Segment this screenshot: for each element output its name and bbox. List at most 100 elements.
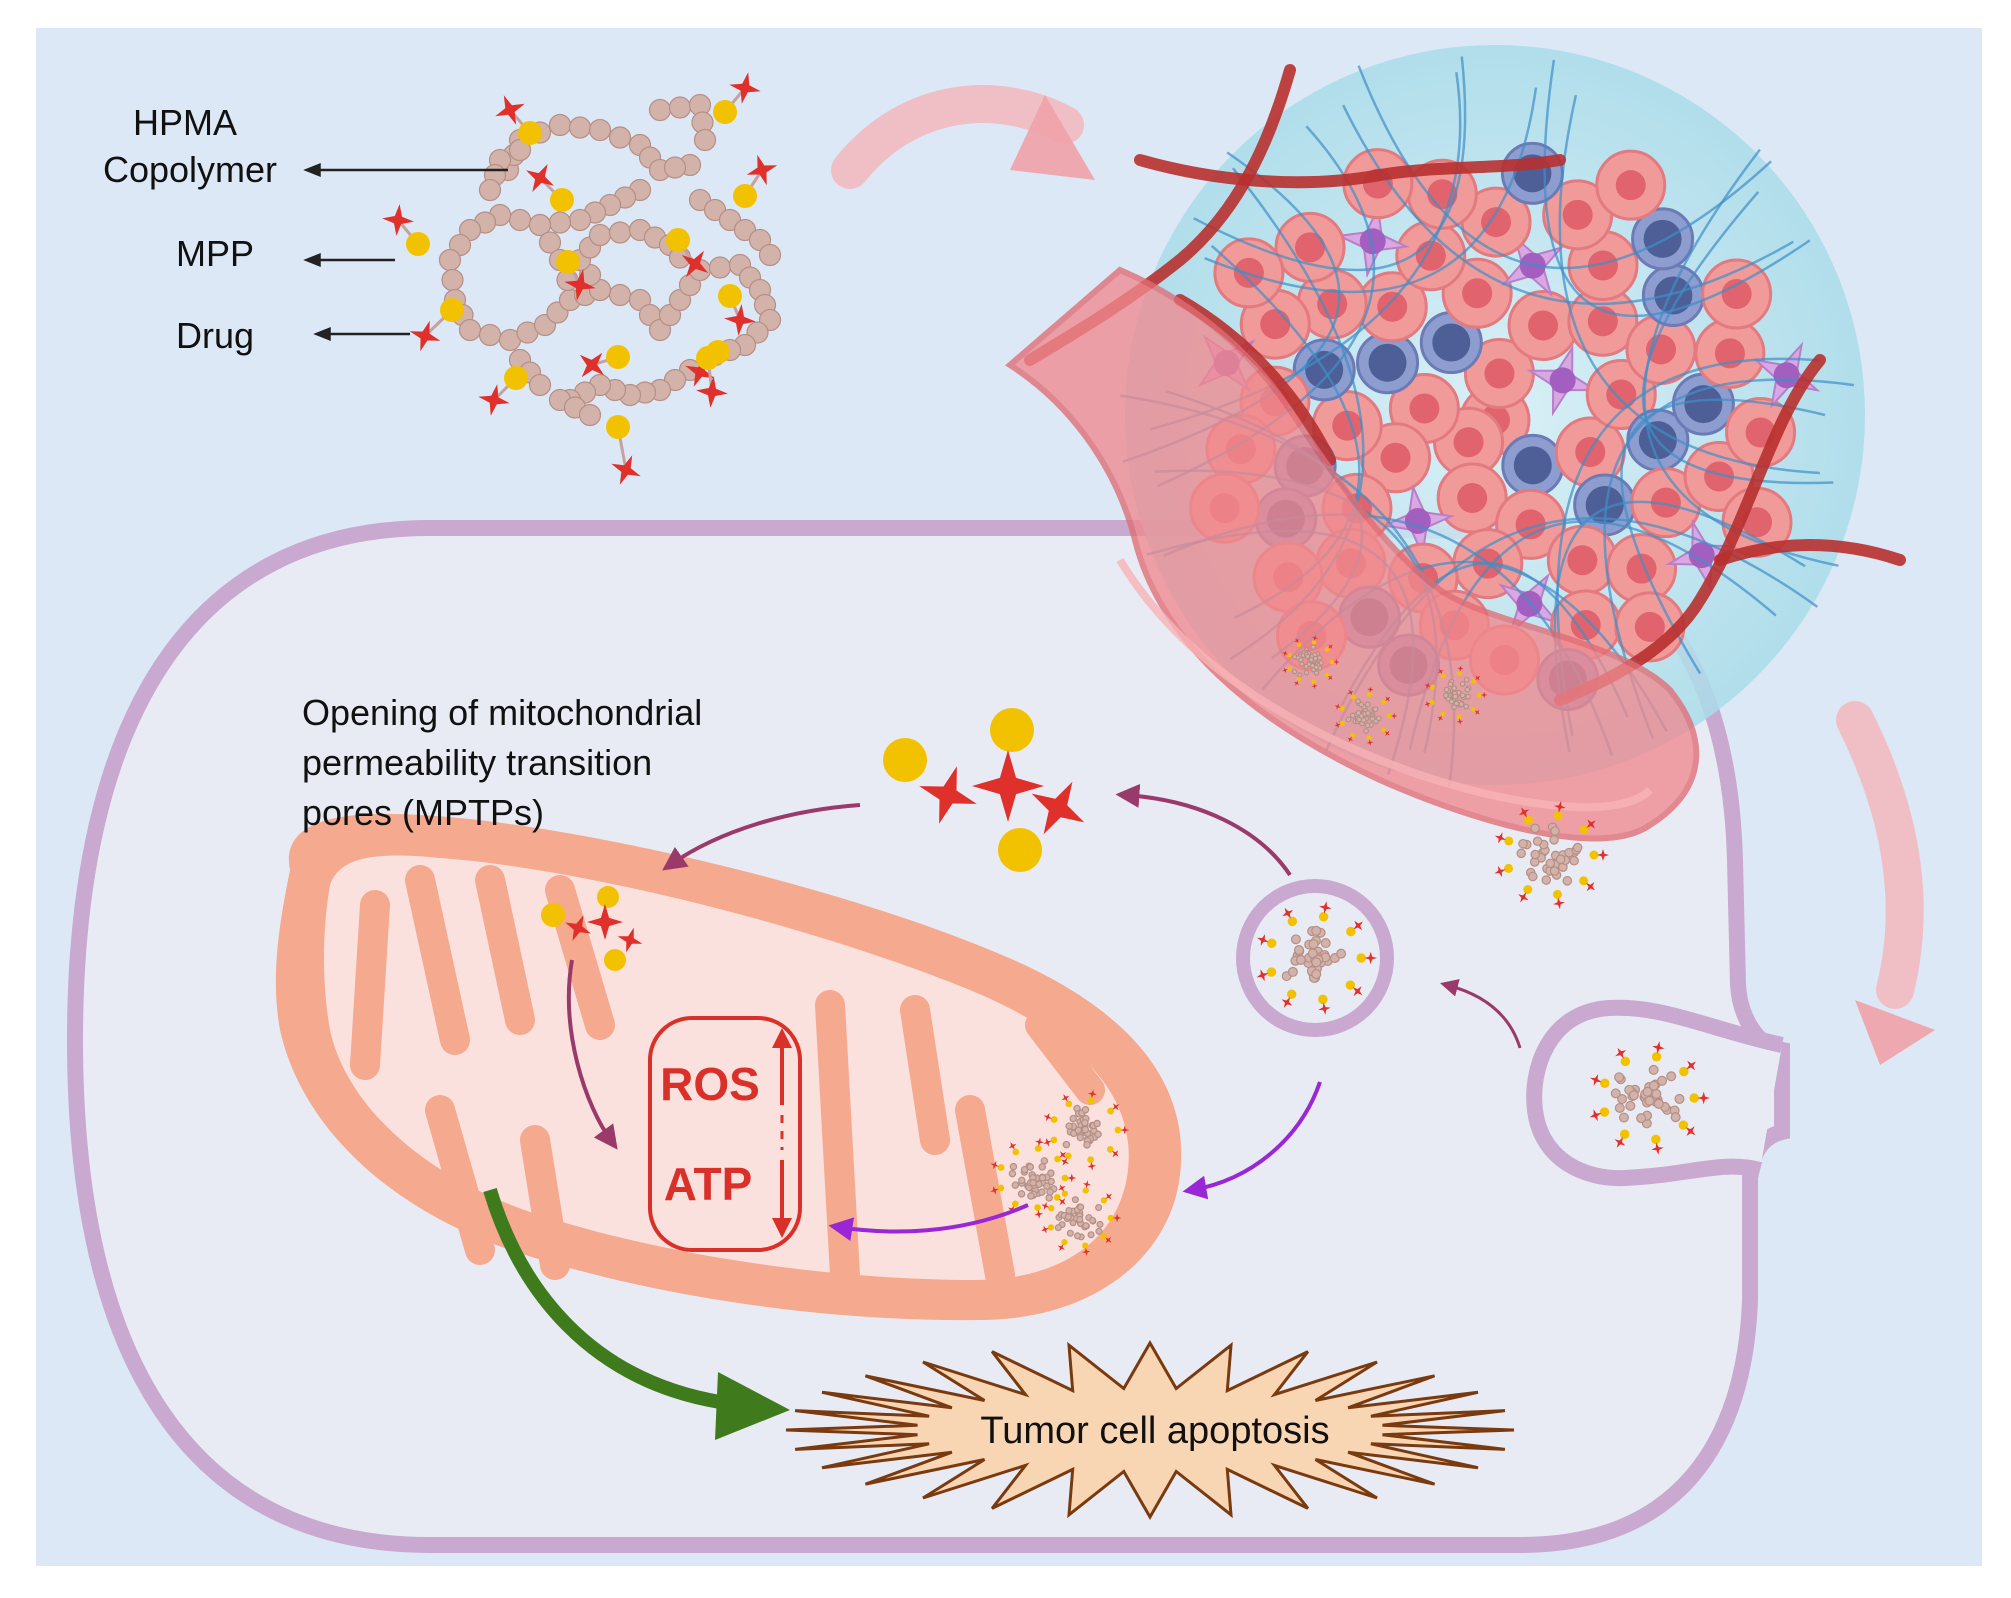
polymer-bead [1038, 1163, 1047, 1171]
drug-molecule [1614, 1137, 1626, 1148]
polymer-bead [1310, 644, 1316, 650]
polymer-bead [478, 178, 502, 202]
mpp-ligand [541, 903, 565, 927]
drug-molecule [1480, 691, 1488, 699]
polymer-bead [1018, 1176, 1026, 1185]
arrow-to-mitochondria [662, 803, 861, 871]
mpp-ligand [1579, 876, 1589, 886]
polymer-bead [1297, 672, 1303, 678]
mpp-ligand [1350, 732, 1356, 738]
mpp-ligand [1087, 1156, 1094, 1163]
mini-polymer-conjugate [1043, 1089, 1130, 1171]
polymer-bead [1082, 1222, 1090, 1230]
mini-polymer-conjugate [1424, 665, 1488, 725]
polymer-bead [1069, 1114, 1077, 1123]
mpp-ligand [998, 828, 1042, 872]
drug-molecule [1494, 832, 1506, 844]
drug-molecule [696, 376, 728, 408]
polymer-conjugate-layer [382, 72, 1710, 1256]
mpp-ligand [1386, 713, 1392, 719]
arrow-conjugate-to-ros [828, 1203, 1029, 1242]
drug-molecule [1082, 1247, 1091, 1256]
polymer-bead [1527, 871, 1538, 882]
polymer-bead [1644, 1095, 1655, 1106]
polymer-bead [1303, 663, 1309, 670]
blood-vessel-inner [1116, 557, 1653, 812]
polymer-bead [1452, 693, 1459, 700]
mpp-ligand [1061, 1239, 1068, 1246]
polymer-bead [1674, 1093, 1685, 1104]
drug-molecule [1437, 715, 1444, 722]
mpp-ligand [1440, 673, 1446, 679]
drug-molecule [526, 164, 554, 192]
arrow-vesicle-to-mitochondria [1182, 1081, 1322, 1200]
drug-molecule [587, 904, 623, 940]
mpp-ligand [1679, 1066, 1689, 1077]
mpp-ligand [1367, 691, 1372, 697]
drug-molecule [1697, 1091, 1710, 1105]
mpp-ligand [1324, 672, 1330, 678]
polymer-bead [1088, 1216, 1097, 1224]
polymer-bead [1298, 657, 1304, 663]
polymer-bead [608, 221, 632, 244]
polymer-bead [528, 373, 552, 397]
polymer-bead [1287, 966, 1298, 977]
polymer-bead [1062, 1140, 1071, 1149]
mpp-ligand [1589, 850, 1599, 860]
released-drug-fragments [541, 708, 1085, 971]
polymer-bead [1299, 661, 1305, 667]
drug-molecule [1061, 1094, 1070, 1102]
drug-molecule [1686, 1060, 1696, 1071]
mpp-ligand [1523, 815, 1533, 825]
ros-atp-box [648, 1016, 802, 1252]
drug-molecule [409, 320, 441, 352]
mpp-ligand [1318, 912, 1329, 922]
polymer-bead [1625, 1100, 1636, 1111]
mpp-ligand [1114, 1126, 1122, 1134]
polymer-bead [1562, 876, 1573, 886]
mpp-ligand [1350, 694, 1356, 700]
mpp-ligand [1087, 1097, 1095, 1104]
polymer-bead [1530, 823, 1540, 834]
polymer-bead [1313, 664, 1319, 670]
polymer-bead [1447, 681, 1454, 688]
drug-molecule [1041, 1225, 1049, 1234]
pink-flow-arrowhead-top [1010, 95, 1095, 180]
polymer-bead [1651, 1088, 1662, 1099]
polymer-bead [1054, 1224, 1062, 1232]
drug-molecule [1105, 1236, 1112, 1244]
polymer-bead [708, 256, 732, 279]
mpp-ligand [440, 298, 464, 322]
mpp-ligand [1287, 652, 1292, 658]
mpp-ligand [666, 228, 690, 252]
polymer-bead [508, 208, 532, 232]
polymer-bead [1311, 957, 1322, 968]
polymer-bead [1095, 1204, 1103, 1212]
polymer-bead [1364, 701, 1371, 708]
mpp-ligand [1620, 1056, 1631, 1067]
mpp-ligand [1107, 1107, 1114, 1115]
mpp-ligand [1054, 1155, 1061, 1163]
polymer-bead [1545, 858, 1556, 869]
polymer-bead [1040, 1157, 1049, 1165]
polymer-bead [1047, 1177, 1055, 1186]
drug-molecule [1008, 1142, 1017, 1150]
mptp-label-line1: Opening of mitochondrial [302, 692, 702, 733]
polymer-bead [1448, 698, 1455, 705]
polymer-bead [1617, 1094, 1628, 1105]
drug-molecule [1424, 700, 1431, 708]
drug-molecule [1366, 739, 1374, 746]
drug-molecule [919, 766, 977, 824]
mini-polymer-conjugate [1494, 801, 1609, 910]
polymer-bead [1020, 1165, 1029, 1174]
drug-molecule [1585, 882, 1596, 892]
mpp-ligand [1381, 699, 1387, 705]
polymer-bead [1516, 848, 1527, 859]
polymer-bead [1308, 657, 1314, 663]
drug-molecule [1590, 1074, 1602, 1086]
drug-molecule [1082, 1180, 1091, 1189]
mpp-ligand [1311, 640, 1317, 645]
drug-molecule [1105, 1193, 1112, 1200]
drug-molecule [1087, 1161, 1097, 1171]
drug-molecule [1294, 680, 1300, 686]
